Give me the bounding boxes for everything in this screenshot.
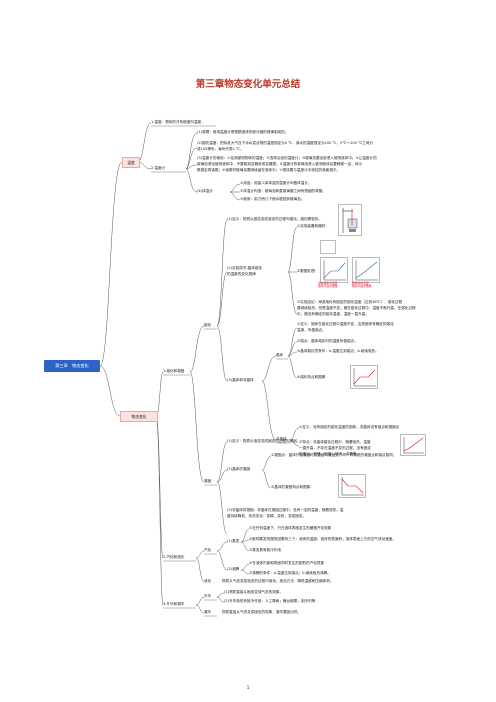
node-apparatus: ①实验装置和器材： <box>297 224 329 228</box>
node-vaporization: 汽化 <box>204 548 212 552</box>
node-sublimation-deposition: 3.升华和凝华 <box>163 602 185 606</box>
chart-haibo-label-1: 海波熔化时温度 <box>318 281 338 285</box>
node-clinical-method: ③使用：用力甩几下使水银回到玻璃泡。 <box>240 197 305 201</box>
node-celsius-1: (2)摄氏温度：把标准大气压下冰水混合物的温度规定为0 ℃，沸水的温度规定为10… <box>197 141 373 145</box>
node-conclusion-3: 中，蜡没有确定的熔化温度，温度一直升高。 <box>297 312 369 316</box>
node-melting: 熔化 <box>204 323 212 327</box>
node-clinical-use: ①用途：测量人体体温的温度计叫做体温计。 <box>240 181 312 185</box>
chart-wax-label-1: 蜡熔化时温度 <box>352 281 369 285</box>
node-temperature-def: 1.温度：物体的冷热程度叫温度， <box>151 120 205 124</box>
node-amorphous-feature-1: ②特点：非晶体熔化过程中，随着吸热，温度 <box>299 440 371 444</box>
node-boiling: (2)沸腾 <box>227 567 240 571</box>
chart-wax <box>352 257 380 283</box>
node-amorphous-solidifying-1: (3)非晶体的凝固：非晶体在凝固过程中，没有一定的温度，随着放热，温 <box>227 508 344 512</box>
node-crystal-amorphous: (3)晶体和非晶体 <box>227 378 254 382</box>
node-crystal: 晶体 <box>276 353 284 357</box>
node-usage-1: (3)温度计的使用：①估测被测物体的温度；②选择合适的温度计；③玻璃泡要全部浸入… <box>197 156 377 160</box>
node-experiment-1: (2)实验探究:晶体熔化 <box>227 266 263 270</box>
category-state-change: 物态变化 <box>120 411 158 422</box>
node-conclusion-1: ③实验结论：海波熔化有固定的熔化温度（达到48℃），熔化过程 <box>297 300 403 304</box>
node-amorphous-feature-3: 的熔点；如蜡、松香、玻璃、沥青等。 <box>299 452 361 456</box>
chart-haibo-label-2: 随时间变化图像 <box>318 284 338 288</box>
node-data-processing: ②数据处理： <box>297 269 319 273</box>
page-title: 第三章物态变化单元总结 <box>195 79 301 90</box>
node-liquefaction: 物质从气态变成液态的过程叫液化；液化方法：降低温度和压缩体积。 <box>222 579 334 583</box>
node-crystal-solidifying: (2)晶体的凝固 <box>227 467 251 471</box>
node-solidifying-feature: ②晶体的凝固特点和图象： <box>271 485 314 489</box>
category-temperature: 温度 <box>122 157 140 168</box>
node-melting-point: ②熔点：晶体熔化时的温度叫做熔点。 <box>297 339 358 343</box>
node-melting-solidifying: 1.熔化和凝固 <box>163 369 185 373</box>
node-crystal-def-2: 温度，叫做熔点。 <box>297 328 326 332</box>
node-experiment-2: 的温度的变化规律 <box>227 272 256 276</box>
node-melting-condition: ③晶体熔化的条件：a.温度达到熔点；b.继续吸热。 <box>297 349 379 353</box>
node-solidifying-def: (1)定义：物质从液态变成固态的过程叫凝固。 <box>227 439 301 443</box>
apparatus-image <box>338 204 362 236</box>
root-node: 第三章 物态变化 <box>44 360 100 372</box>
chart-wax-label-2: 随时间变化图像 <box>352 284 372 288</box>
node-liquefaction-label: 液化 <box>204 579 212 583</box>
node-sublimation-2: (2)升华吸热有致冷作用：人工降雨；舞台烟雾；制冷剂等 <box>224 599 316 603</box>
node-boiling-1: ①在液体内部和表面同时发生的剧烈的汽化现象 <box>249 561 325 565</box>
node-thermometer: 2.温度计 <box>151 166 166 170</box>
node-sublimation-1: (1)物质直接从固态变成气态的现象。 <box>224 590 283 594</box>
node-amorphous-def: ①定义：没有固定的熔化温度的固体，非晶体没有熔点和凝固点 <box>299 425 400 429</box>
node-celsius-2: 成100等份，每份代表1 ℃。 <box>197 147 244 151</box>
node-amorphous-solidifying-2: 度持续降低，状态变化：变稀，变软，变成固态。 <box>227 514 307 518</box>
node-evaporation-3: ③蒸发具有致冷作用 <box>249 548 281 552</box>
node-evaporation: (1)蒸发 <box>227 539 240 543</box>
node-conclusion-2: 要继续吸热，但是温度不变；蜡在熔化过程中，温度不断升高，在熔化过程 <box>297 306 416 310</box>
node-evaporation-2: ②影响蒸发快慢的因素有三个：液体的温度；液体的表面积；液体表面上方的空气流动速度… <box>249 537 396 541</box>
node-deposition: 凝华 <box>204 610 212 614</box>
node-crystal-def-1: ①定义：固体在熔化过程中温度不变，这类固体有确定的熔化 <box>297 322 394 326</box>
node-clinical-structure: ②体温计构造：玻璃泡和直玻璃管之间有很细的弯管。 <box>240 189 326 193</box>
node-amorphous: 非晶体 <box>276 437 287 441</box>
chart-crystal-melting <box>350 365 378 389</box>
node-deposition-def: 物质直接从气态变成固态的现象，凝华要放出热。 <box>222 610 302 614</box>
node-clinical-thermometer: (4)体温计 <box>197 189 213 193</box>
apparatus-small-image <box>320 240 336 254</box>
node-vaporization-liquefaction: 2.汽化和液化 <box>163 555 185 559</box>
node-sublimation: 升华 <box>204 594 212 598</box>
node-melting-def: (1)定义：物质从固态变成液态的过程叫熔化。熔化需吸热。 <box>227 217 322 221</box>
node-melting-feature: ④熔化特点和图像 <box>297 375 326 379</box>
chart-amorphous-melting <box>400 434 426 456</box>
chart-crystal-solidifying <box>338 474 366 498</box>
node-usage-3: 数稳定再读数；⑥读数时玻璃泡要继续留在液体中；⑦视线要与温度计中液柱的液面相平。 <box>197 168 341 172</box>
node-freezing-point: ①凝固点：晶体开始凝固时的温度叫凝固点，同一种物质的凝固点和熔点相同。 <box>271 453 397 457</box>
page-number: 1 <box>246 686 250 691</box>
node-usage-2: 玻璃泡浸没被测液体中，不要碰到容器底或容器壁；⑤温度计的玻璃泡浸入被测液体后要稍… <box>197 162 362 166</box>
chart-haibo <box>320 257 348 283</box>
node-evaporation-1: ①在任何温度下，只在液体表面发生的缓慢汽化现象 <box>249 526 332 530</box>
node-amorphous-feature-2: 一直升高，不存在温度不变的过程，没有固定 <box>299 446 371 450</box>
node-solidifying: 凝固 <box>204 479 212 483</box>
node-thermometer-principle: (1)原理：常用温度计是根据液体热胀冷缩的规律制成的。 <box>197 130 289 134</box>
node-boiling-2: ②沸腾的条件：a.温度达到沸点；b.继续吸热沸腾。 <box>249 571 331 575</box>
